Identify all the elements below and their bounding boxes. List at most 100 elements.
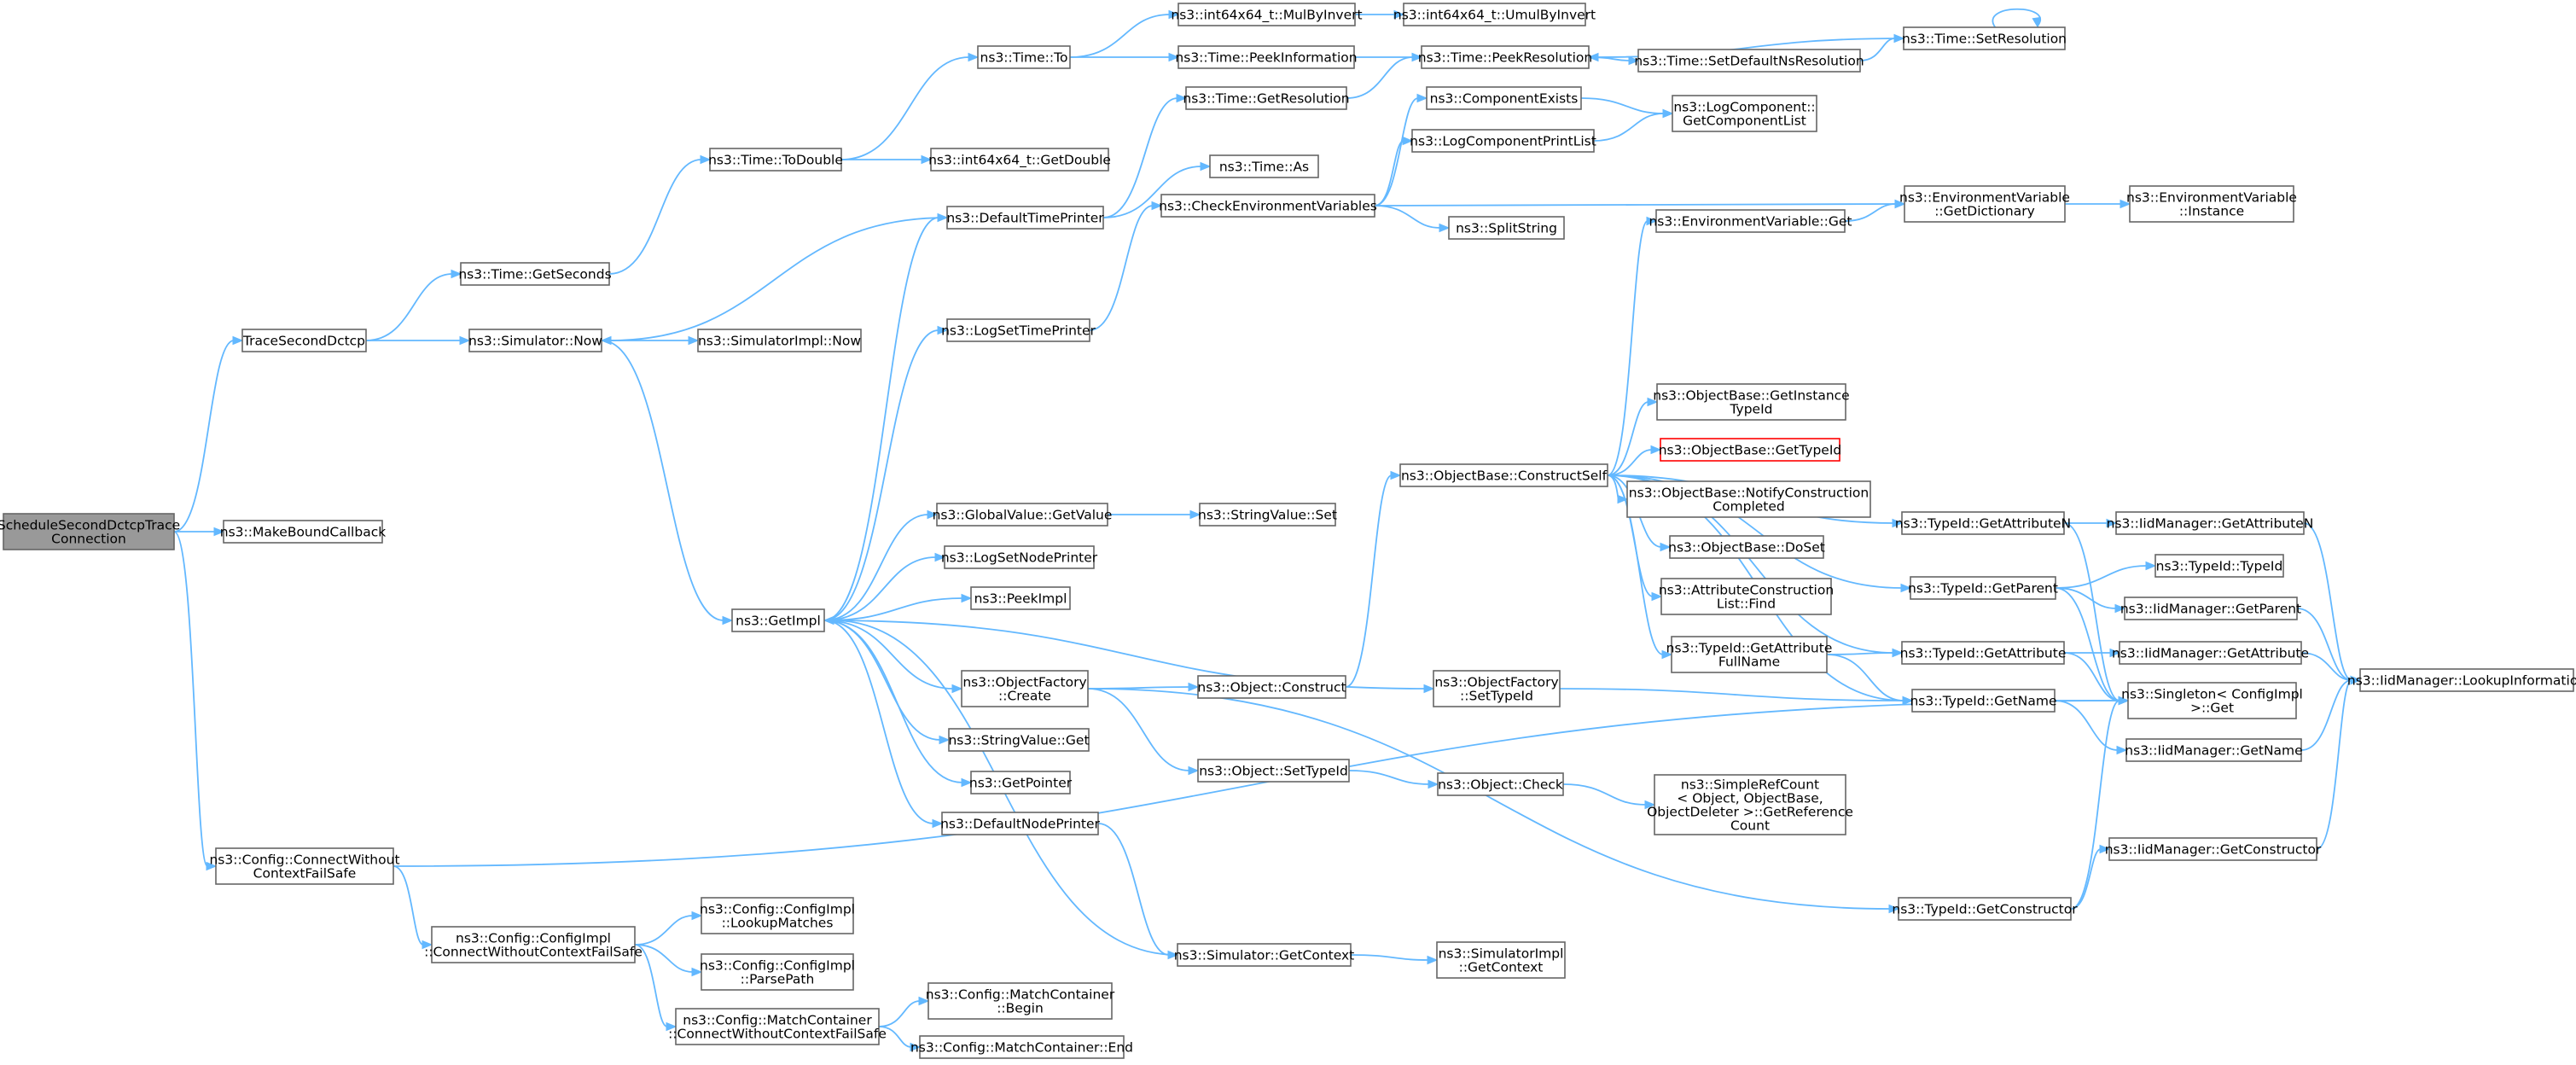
node-box [2154, 554, 2284, 578]
node-split-string[interactable]: ns3::SplitString [1448, 216, 1565, 240]
node-component-exists[interactable]: ns3::ComponentExists [1426, 86, 1582, 110]
node-time-as[interactable]: ns3::Time::As [1209, 154, 1319, 178]
node-lookup-matches[interactable]: ns3::Config::ConfigImpl::LookupMatches [700, 897, 855, 934]
edge-arrowhead [934, 552, 946, 562]
node-object-factory-create[interactable]: ns3::ObjectFactory::Create [961, 670, 1089, 707]
edge-arrowhead [1168, 9, 1180, 20]
node-env-get-dictionary[interactable]: ns3::EnvironmentVariable::GetDictionary [1899, 185, 2070, 223]
node-object-construct[interactable]: ns3::Object::Construct [1197, 675, 1346, 699]
node-simulator-impl-now[interactable]: ns3::SimulatorImpl::Now [697, 329, 862, 352]
edge-arrowhead [1650, 445, 1662, 455]
edge-line [1559, 688, 1904, 701]
edge-arrowhead [951, 684, 963, 694]
node-singleton-get[interactable]: ns3::Singleton< ConfigImpl >::Get [2121, 682, 2303, 719]
node-peek-resolution[interactable]: ns3::Time::PeekResolution [1418, 45, 1592, 69]
node-label: ns3::Object::SetTypeId [1199, 764, 1348, 779]
node-notify-construction[interactable]: ns3::ObjectBase::NotifyConstructionCompl… [1626, 480, 1871, 518]
node-iid-get-attribute[interactable]: ns3::IidManager::GetAttribute [2112, 641, 2309, 665]
node-trace-second-dctcp[interactable]: TraceSecondDctcp [241, 329, 367, 352]
node-simulator-impl-get-context[interactable]: ns3::SimulatorImpl::GetContext [1436, 941, 1566, 979]
node-label: < Object, ObjectBase, [1677, 791, 1823, 806]
node-iid-lookup-information[interactable]: ns3::IidManager::LookupInformation [2347, 668, 2576, 692]
edge-arrowhead [932, 818, 944, 829]
node-config-impl-connect[interactable]: ns3::Config::ConfigImpl::ConnectWithoutC… [424, 926, 643, 963]
node-label: ns3::AttributeConstruction [1659, 583, 1834, 598]
node-umul-by-invert[interactable]: ns3::int64x64_t::UmulByInvert [1393, 3, 1596, 26]
node-object-base-get-type-id[interactable]: ns3::ObjectBase::GetTypeId [1659, 438, 1842, 462]
node-peek-impl[interactable]: ns3::PeekImpl [970, 586, 1071, 610]
node-make-bound-callback[interactable]: ns3::MakeBoundCallback [220, 520, 386, 544]
edge-arrowhead [961, 593, 973, 603]
edge-arrowhead [1439, 223, 1451, 233]
node-box [1178, 3, 1356, 26]
node-object-set-type-id[interactable]: ns3::Object::SetTypeId [1197, 759, 1350, 783]
node-type-id-get-attribute[interactable]: ns3::TypeId::GetAttribute [1900, 641, 2067, 665]
edge-line [634, 944, 668, 1027]
node-simulator-now[interactable]: ns3::Simulator::Now [468, 329, 602, 352]
edge-line [634, 915, 694, 946]
node-iid-get-parent[interactable]: ns3::IidManager::GetParent [2120, 597, 2301, 620]
node-time-to-double[interactable]: ns3::Time::ToDouble [708, 148, 843, 172]
node-object-check[interactable]: ns3::Object::Check [1437, 772, 1564, 796]
node-time-get-seconds[interactable]: ns3::Time::GetSeconds [458, 262, 612, 286]
edge-arrowhead [910, 1042, 922, 1052]
node-iid-get-constructor[interactable]: ns3::IidManager::GetConstructor [2105, 837, 2322, 861]
edge-arrowhead [1168, 52, 1180, 62]
edge-time-to-double-to-int64-get-double [840, 154, 933, 165]
node-label: ::ConnectWithoutContextFailSafe [424, 945, 643, 960]
node-config-connect[interactable]: ns3::Config::ConnectWithoutContextFailSa… [209, 847, 400, 885]
node-simulator-get-context[interactable]: ns3::Simulator::GetContext [1174, 943, 1355, 967]
node-construct-self[interactable]: ns3::ObjectBase::ConstructSelf [1399, 463, 1608, 487]
node-string-value-get[interactable]: ns3::StringValue::Get [948, 728, 1090, 752]
node-peek-information[interactable]: ns3::Time::PeekInformation [1175, 45, 1358, 69]
node-log-component-print-list[interactable]: ns3::LogComponentPrintList [1410, 129, 1596, 153]
node-global-value-get-value[interactable]: ns3::GlobalValue::GetValue [933, 503, 1113, 527]
edge-match-container-connect-to-match-container-begin [878, 996, 930, 1027]
node-parse-path[interactable]: ns3::Config::ConfigImpl::ParsePath [700, 953, 855, 991]
node-label: ns3::Object::Check [1438, 777, 1563, 793]
node-mul-by-invert[interactable]: ns3::int64x64_t::MulByInvert [1171, 3, 1363, 26]
node-match-container-end[interactable]: ns3::Config::MatchContainer::End [910, 1035, 1133, 1059]
node-get-pointer[interactable]: ns3::GetPointer [969, 771, 1073, 794]
node-log-set-node-printer[interactable]: ns3::LogSetNodePrinter [941, 545, 1098, 569]
node-string-value-set[interactable]: ns3::StringValue::Set [1198, 503, 1337, 527]
node-get-resolution[interactable]: ns3::Time::GetResolution [1183, 86, 1350, 110]
node-match-container-begin[interactable]: ns3::Config::MatchContainer::Begin [926, 982, 1115, 1020]
node-get-impl[interactable]: ns3::GetImpl [731, 608, 825, 632]
node-time-to[interactable]: ns3::Time::To [977, 45, 1071, 69]
edge-arrowhead [2032, 16, 2041, 29]
node-object-factory-set-type-id[interactable]: ns3::ObjectFactory::SetTypeId [1433, 670, 1561, 707]
node-default-node-printer[interactable]: ns3::DefaultNodePrinter [940, 812, 1101, 835]
node-box [1660, 578, 1832, 615]
node-env-instance[interactable]: ns3::EnvironmentVariable::Instance [2126, 185, 2297, 223]
edge-mul-by-invert-to-umul-by-invert [1355, 9, 1405, 20]
node-match-container-connect[interactable]: ns3::Config::MatchContainer::ConnectWith… [668, 1008, 887, 1045]
edge-get-resolution-to-peek-resolution [1346, 52, 1423, 99]
node-log-set-time-printer[interactable]: ns3::LogSetTimePrinter [941, 318, 1096, 342]
node-box [2124, 597, 2298, 620]
node-env-get[interactable]: ns3::EnvironmentVariable::Get [1649, 209, 1852, 233]
node-type-id-get-name[interactable]: ns3::TypeId::GetName [1910, 689, 2057, 713]
node-iid-get-name[interactable]: ns3::IidManager::GetName [2125, 738, 2303, 762]
node-type-id-get-parent[interactable]: ns3::TypeId::GetParent [1908, 576, 2058, 600]
node-box [1403, 3, 1586, 26]
edge-line [878, 1000, 921, 1027]
node-log-component-get-list[interactable]: ns3::LogComponent::GetComponentList [1672, 95, 1817, 132]
node-label: ns3::Time::ToDouble [708, 153, 843, 168]
node-check-env-vars[interactable]: ns3::CheckEnvironmentVariables [1159, 194, 1377, 218]
node-get-attribute-n[interactable]: ns3::TypeId::GetAttributeN [1895, 511, 2071, 535]
node-default-time-printer[interactable]: ns3::DefaultTimePrinter [946, 206, 1104, 230]
node-iid-get-attribute-n[interactable]: ns3::IidManager::GetAttributeN [2107, 511, 2314, 535]
node-type-id-get-constructor[interactable]: ns3::TypeId::GetConstructor [1892, 897, 2078, 921]
node-do-set[interactable]: ns3::ObjectBase::DoSet [1668, 535, 1825, 559]
node-type-id-type-id[interactable]: ns3::TypeId::TypeId [2154, 554, 2284, 578]
node-simple-ref-count[interactable]: ns3::SimpleRefCount< Object, ObjectBase,… [1647, 774, 1853, 835]
node-set-resolution[interactable]: ns3::Time::SetResolution [1902, 26, 2067, 50]
node-set-default-ns-resolution[interactable]: ns3::Time::SetDefaultNsResolution [1634, 49, 1864, 73]
node-int64-get-double[interactable]: ns3::int64x64_t::GetDouble [928, 148, 1111, 172]
